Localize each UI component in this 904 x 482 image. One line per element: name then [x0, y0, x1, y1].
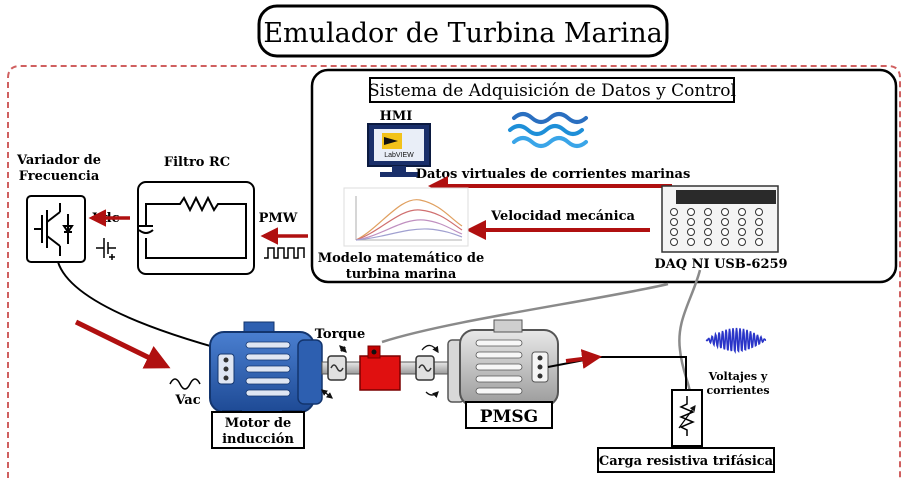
rc-circuit — [138, 195, 247, 259]
vfd-to-motor-cable — [57, 261, 233, 353]
motor-cooling-fins — [245, 341, 291, 397]
hmi-label: HMI — [380, 109, 413, 124]
torque-label: Torque — [315, 327, 366, 342]
mech-speed-arrow: Velocidad mecánica — [466, 209, 650, 240]
model-label-line1: Modelo matemático de — [318, 251, 485, 266]
marine-data-label: Datos virtuales de corrientes marinas — [416, 167, 691, 182]
turbine-model-plot — [343, 187, 469, 247]
ac-sine-icon — [169, 378, 201, 390]
daq-device — [661, 185, 779, 253]
model-label-line2: turbina marina — [346, 267, 457, 282]
mech-speed-label: Velocidad mecánica — [490, 209, 635, 224]
induction-motor — [209, 321, 323, 418]
motor-label-line1: Motor de — [225, 416, 291, 431]
daq-label: DAQ NI USB-6259 — [654, 257, 787, 272]
daq-terminal-grid — [670, 208, 763, 246]
generator-output-arrow — [565, 349, 602, 369]
daq-to-torque-cable — [381, 282, 669, 344]
marine-data-arrow: Datos virtuales de corrientes marinas — [416, 167, 691, 196]
volt-curr-label-line1: Voltajes y — [708, 370, 768, 383]
generator-cooling-fins — [475, 339, 523, 395]
vfd-label-line2: Frecuencia — [19, 169, 100, 184]
volt-curr-label-line2: corrientes — [706, 384, 769, 397]
pwm-square-wave-icon — [264, 247, 305, 259]
labview-logo-text: LabVIEW — [384, 152, 414, 159]
hmi-monitor: HMI LabVIEW — [367, 109, 431, 177]
battery-icon — [96, 238, 116, 260]
motor-label-line2: inducción — [222, 432, 294, 447]
vac-label: Vac — [174, 393, 200, 408]
igbt-symbol — [34, 203, 74, 256]
pmsg-label: PMSG — [480, 407, 538, 427]
pwm-label: PMW — [259, 211, 298, 226]
ac-power-arrow — [74, 319, 171, 369]
pmsg-generator — [447, 319, 559, 407]
resistive-load — [671, 389, 703, 447]
vfd-label-line1: Variador de — [16, 153, 101, 168]
torque-sensor — [359, 345, 401, 391]
filter-label: Filtro RC — [164, 155, 230, 170]
daq-to-load-cable — [678, 269, 702, 393]
emulator-dashed-boundary — [7, 65, 901, 478]
title-box: Emulador de Turbina Marina — [257, 4, 669, 58]
load-label: Carga resistiva trifásica — [599, 454, 774, 469]
rotation-arrows — [320, 344, 439, 399]
water-waves-icon — [508, 112, 588, 148]
frequency-variator: Variador de Frecuencia — [16, 153, 101, 263]
rc-filter: Filtro RC — [137, 155, 255, 275]
page-title: Emulador de Turbina Marina — [263, 18, 662, 49]
voltage-current-waveform-icon — [705, 327, 767, 354]
daq-system-title: Sistema de Adquisición de Datos y Contro… — [368, 81, 736, 101]
